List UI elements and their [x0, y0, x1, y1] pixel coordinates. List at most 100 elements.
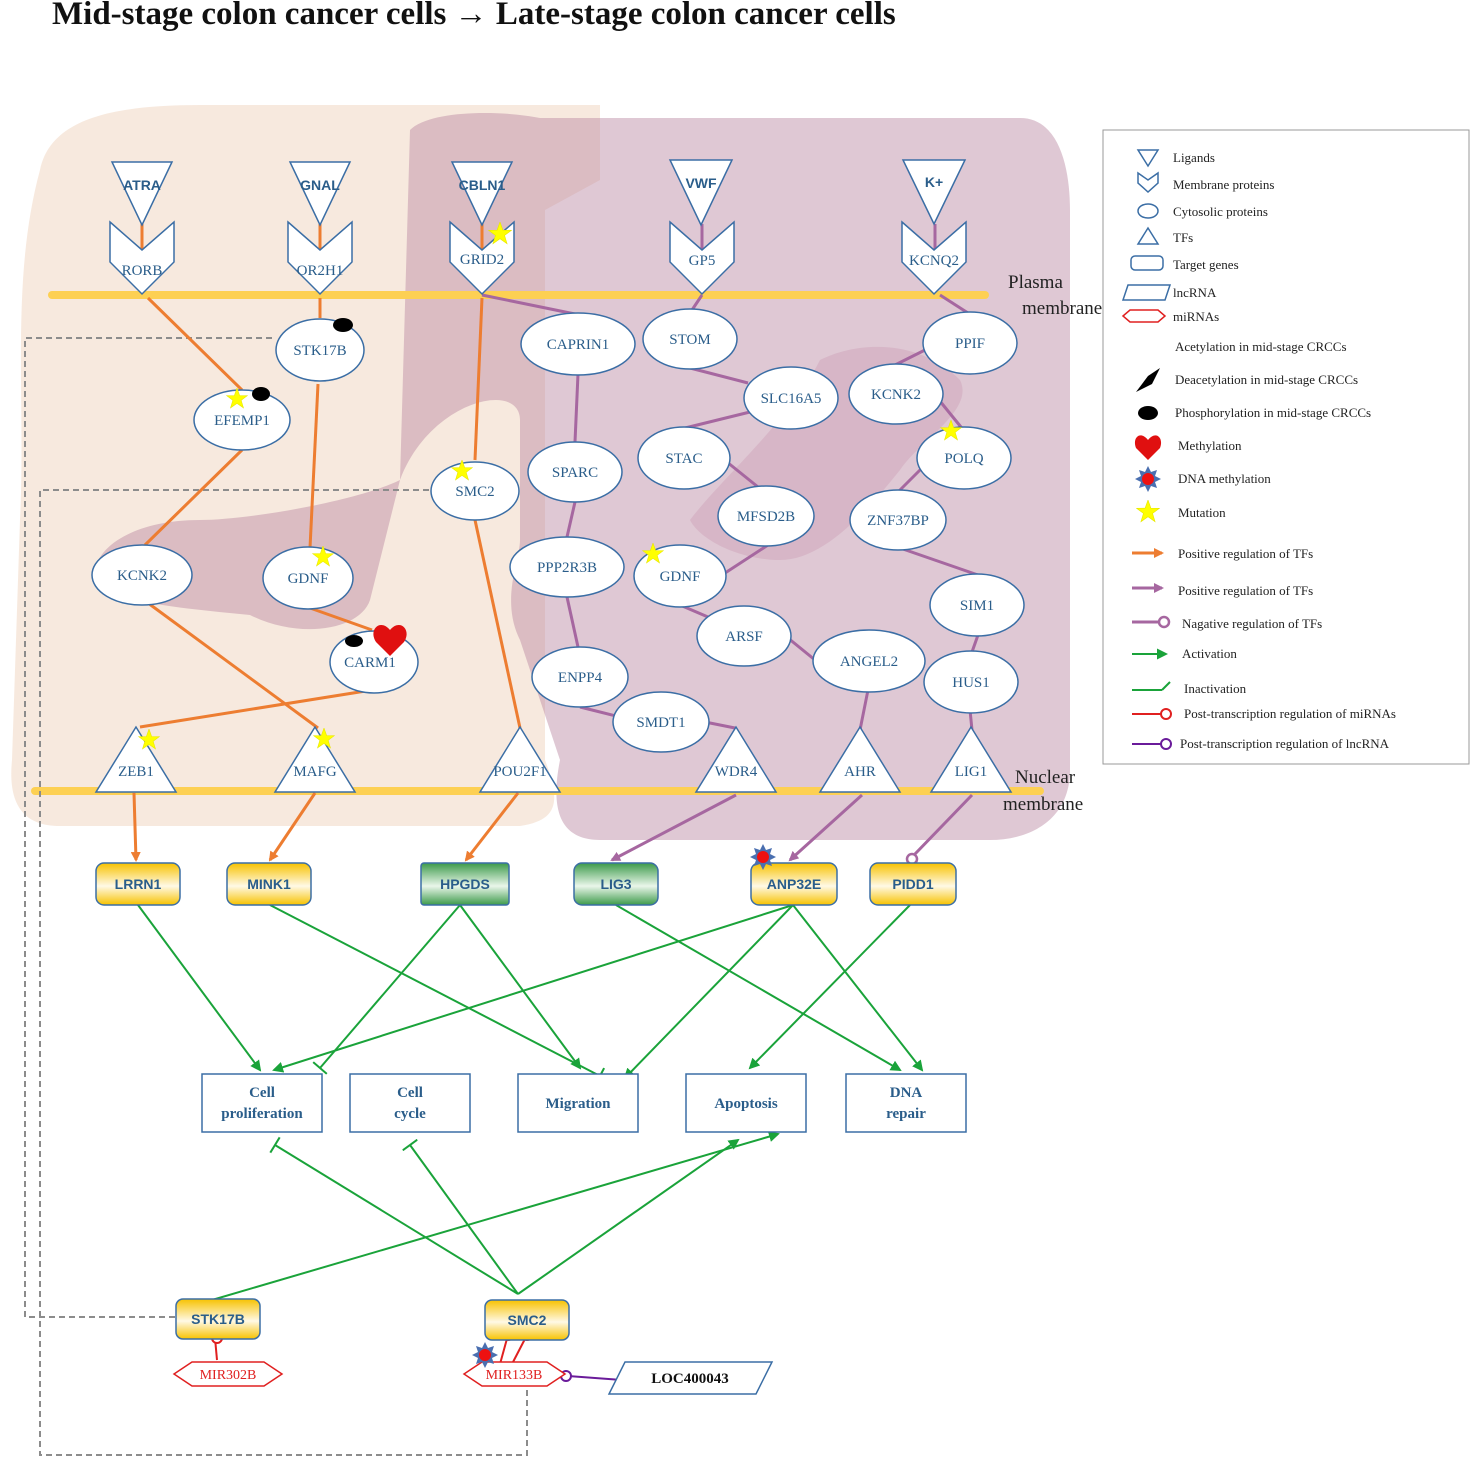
gene-smc2-bottom: [484, 1299, 570, 1341]
membrane-protein-kcnq2: [901, 220, 967, 296]
target-label-lig3: LIG3: [600, 876, 631, 892]
ligand-cbln1: [450, 161, 514, 227]
legend-text-cytosolic-proteins: Cytosolic proteins: [1173, 204, 1268, 219]
legend: Ligands Membrane proteins Cytosolic prot…: [1102, 129, 1470, 765]
tf-label-mafg: MAFG: [293, 764, 337, 780]
mirna-label-mir133b: MIR133B: [486, 1368, 543, 1383]
legend-text-inactivation: Inactivation: [1184, 681, 1247, 696]
legend-text-mirnas: miRNAs: [1173, 309, 1219, 324]
node-label-kcnk2-right: KCNK2: [871, 387, 921, 403]
membrane-label-kcnq2: KCNQ2: [909, 253, 959, 269]
legend-text-positive-regulation-purple: Positive regulation of TFs: [1178, 583, 1313, 598]
target-hpgds: [420, 862, 510, 906]
edge-zeb1-lrrn1: [130, 792, 141, 862]
node-label-arsf: ARSF: [725, 629, 763, 645]
dashed-link-smc2: [39, 489, 528, 1456]
legend-text-acetylation: Acetylation in mid-stage CRCCs: [1175, 339, 1347, 354]
process-label-migration: Migration: [546, 1096, 612, 1112]
ligand-k: [901, 159, 967, 226]
methylation-heart-carm1: [373, 625, 407, 656]
node-label-smdt1: SMDT1: [636, 715, 685, 731]
edge-kcnq2-ppif: [939, 293, 969, 315]
edge-slc16a5-stac: [684, 410, 751, 430]
target-anp32e: [750, 862, 838, 906]
edge-hpgds-migration: [459, 904, 582, 1070]
node-sparc: [527, 441, 623, 503]
legend-text-methylation: Methylation: [1178, 438, 1242, 453]
node-label-angel2: ANGEL2: [840, 654, 898, 670]
node-arsf: [696, 605, 792, 667]
gene-label-stk17b-bottom: STK17B: [191, 1311, 245, 1327]
edge-sim1-hus1: [970, 634, 980, 653]
legend-tf-icon: [1136, 226, 1160, 245]
node-angel2: [812, 629, 926, 693]
edge-caprin1-sparc: [573, 373, 580, 443]
ligand-label-atra: ATRA: [123, 177, 161, 193]
tf-pou2f1: [478, 725, 562, 793]
diagram-title: Mid-stage colon cancer cells → Late-stag…: [52, 0, 896, 32]
process-dna-repair: [845, 1073, 967, 1133]
node-stom: [642, 308, 738, 370]
legend-text-deacetylation: Deacetylation in mid-stage CRCCs: [1175, 372, 1358, 387]
target-label-anp32e: ANP32E: [767, 876, 821, 892]
node-ppif: [922, 311, 1018, 375]
membrane-label-or2h1: OR2H1: [297, 263, 344, 279]
node-hus1: [923, 650, 1019, 714]
node-kcnk2-right: [848, 363, 944, 425]
process-label-apoptosis: Apoptosis: [714, 1096, 778, 1112]
edge-mfsd2b-gdnf: [721, 543, 769, 577]
process-label-proliferation-1: Cell: [249, 1085, 275, 1101]
node-label-stac: STAC: [665, 451, 702, 467]
target-label-mink1: MINK1: [247, 876, 291, 892]
edge-carm1-zeb1: [139, 688, 373, 729]
tf-label-ahr: AHR: [844, 764, 876, 780]
target-label-lrrn1: LRRN1: [115, 876, 162, 892]
edge-mink1-migration: [269, 904, 606, 1085]
legend-text-mirna-regulation: Post-transcription regulation of miRNAs: [1184, 706, 1396, 721]
process-label-cycle-2: cycle: [394, 1106, 426, 1122]
node-smc2: [430, 461, 520, 521]
legend-text-phosphorylation: Phosphorylation in mid-stage CRCCs: [1175, 405, 1371, 420]
node-label-znf37bp: ZNF37BP: [867, 513, 929, 529]
legend-text-tfs: TFs: [1173, 230, 1193, 245]
tf-lig1: [929, 725, 1013, 793]
membrane-protein-or2h1: [287, 220, 353, 296]
node-smdt1: [612, 691, 710, 753]
phosphorylation-carm1: [345, 635, 363, 647]
edge-lncrna-mir133b: [567, 1375, 623, 1381]
dashed-link-stk17b: [24, 337, 276, 1318]
process-label-dna-repair-2: repair: [886, 1106, 926, 1122]
legend-purple-inhibit-end: [1157, 615, 1171, 629]
tf-label-lig1: LIG1: [955, 764, 988, 780]
node-label-hus1: HUS1: [952, 675, 990, 691]
process-apoptosis: [685, 1073, 807, 1133]
tf-ahr: [818, 725, 902, 793]
ligand-gnal: [288, 161, 352, 227]
legend-text-positive-regulation-orange: Positive regulation of TFs: [1178, 546, 1313, 561]
process-label-proliferation-2: proliferation: [221, 1106, 303, 1122]
tf-mafg: [273, 725, 357, 793]
ligand-label-gnal: GNAL: [300, 177, 340, 193]
legend-lncrna-reg-end: [1160, 738, 1172, 750]
node-gdnf-left: [262, 546, 354, 610]
edge-efemp1-kcnk2: [143, 448, 244, 547]
plasma-membrane-label-1: Plasma: [1008, 272, 1063, 293]
tf-label-zeb1: ZEB1: [118, 764, 154, 780]
node-label-efemp1: EFEMP1: [214, 413, 270, 429]
edge-kcnk2-mafg: [147, 601, 319, 730]
tf-wdr4: [694, 725, 778, 793]
edge-smc2-pou2f1: [473, 519, 522, 729]
edge-mafg-mink1: [268, 792, 317, 862]
edge-lrrn1-proliferation: [137, 904, 262, 1072]
node-label-polq: POLQ: [944, 451, 983, 467]
node-label-ppif: PPIF: [955, 336, 985, 352]
edge-stom-slc16a5: [689, 366, 749, 385]
target-pidd1: [869, 862, 957, 906]
node-label-mfsd2b: MFSD2B: [737, 509, 795, 525]
edge-smdt1-wdr4: [704, 720, 736, 730]
edge-smc2-apoptosis: [517, 1138, 740, 1295]
legend-membrane-protein-icon: [1137, 171, 1159, 194]
node-label-ppp2r3b: PPP2R3B: [537, 560, 597, 576]
node-enpp4: [531, 646, 629, 708]
gene-label-smc2-bottom: SMC2: [508, 1312, 547, 1328]
